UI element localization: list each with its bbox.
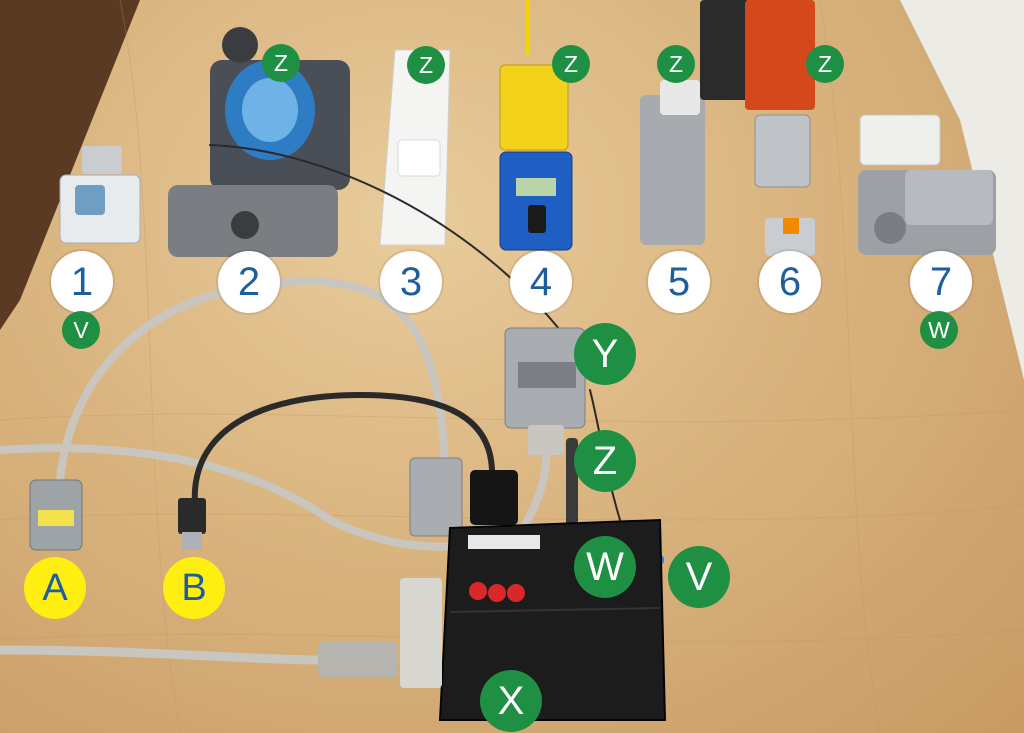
connector-label-a: A [24,557,86,619]
hub-label-v: V [668,546,730,608]
dark-background-left [0,0,140,330]
tag-device-7: W [920,311,958,349]
hub-label-y: Y [574,323,636,385]
curtain-right [900,0,1024,380]
tag-device-4: Z [552,45,590,83]
tag-device-1: V [62,311,100,349]
device-6-battery [754,114,815,256]
usb-plug [318,642,398,678]
db9-female-connector [409,457,463,537]
device-number-7: 7 [910,251,972,313]
usb-adapter [470,470,518,525]
connector-label-b: B [163,557,225,619]
device-1-brick [59,146,141,244]
device-number-2: 2 [218,251,280,313]
device-number-4: 4 [510,251,572,313]
device-5-tower [640,0,815,245]
tag-device-3: Z [407,46,445,84]
ir-tower-y [504,327,586,455]
tag-device-2: Z [262,44,300,82]
connector-a-serial [29,479,83,551]
device-number-6: 6 [759,251,821,313]
hub-label-w: W [574,536,636,598]
connector-b-usb [178,498,206,550]
hub-label-x: X [480,670,542,732]
device-3-plate [379,49,451,246]
device-number-5: 5 [648,251,710,313]
device-number-3: 3 [380,251,442,313]
device-number-1: 1 [51,251,113,313]
device-2-robot [168,27,350,257]
hub-label-z: Z [574,430,636,492]
device-4-controllers [499,0,573,251]
tag-device-5: Z [657,45,695,83]
tag-device-6: Z [806,45,844,83]
device-7-hub [858,114,996,255]
cable-clamp [400,578,442,688]
